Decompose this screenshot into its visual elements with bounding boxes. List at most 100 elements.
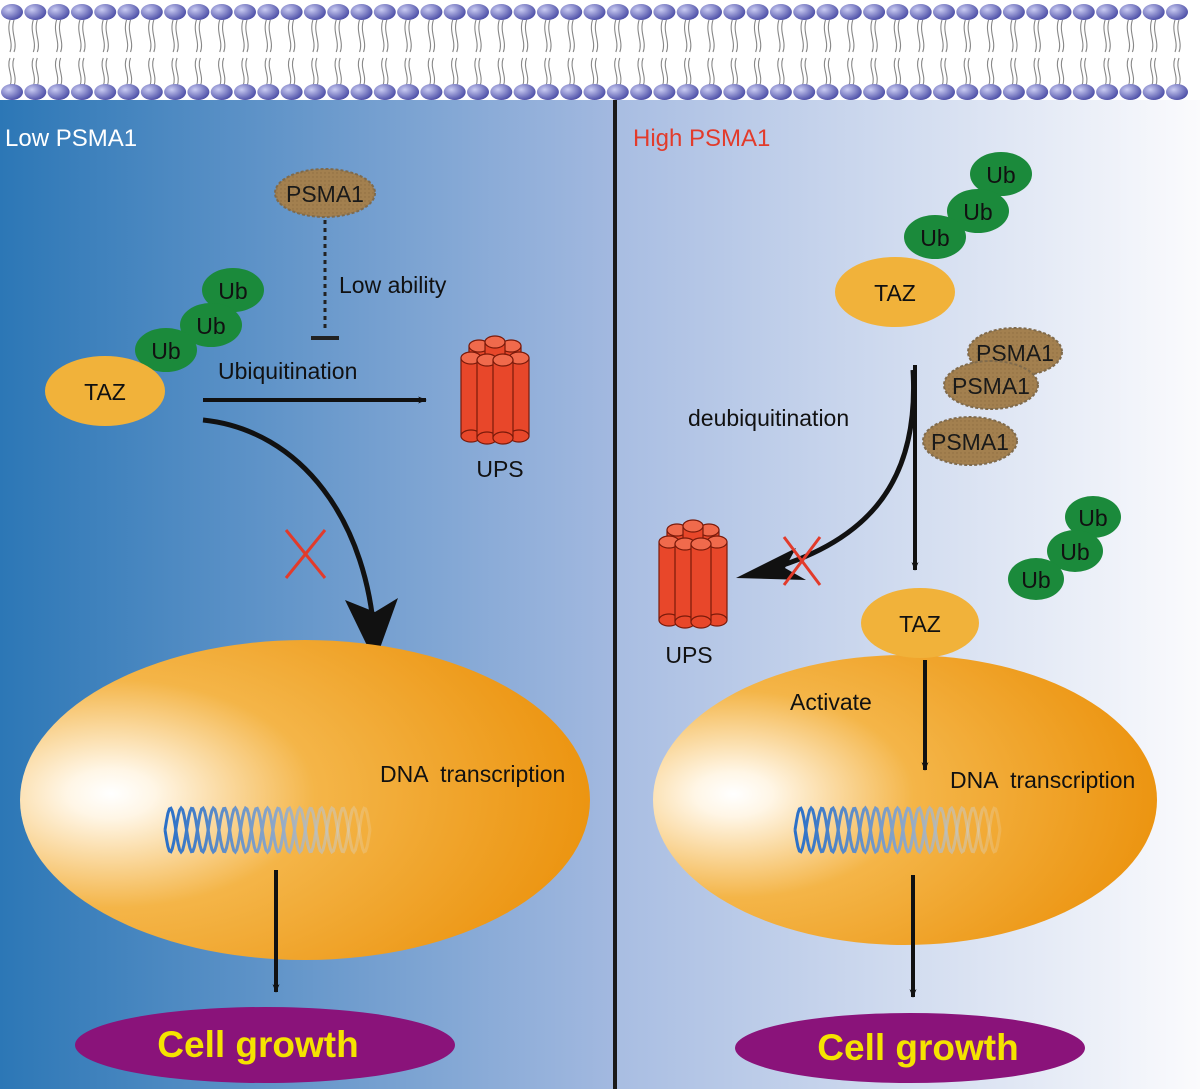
blocked-cross-left — [284, 529, 327, 579]
dna-transcription-label-right: DNA transcription — [950, 767, 1135, 793]
lipid-head — [793, 4, 816, 20]
lipid-head — [327, 4, 350, 20]
ub-label: Ub — [963, 199, 992, 225]
lipid-head — [187, 84, 210, 100]
lipid-head — [140, 84, 163, 100]
ups-proteasome-left — [460, 335, 530, 445]
lipid-head — [94, 4, 117, 20]
degradation-arrowhead — [345, 598, 398, 662]
lipid-head — [280, 4, 303, 20]
taz-label: TAZ — [84, 379, 126, 405]
lipid-head — [956, 84, 979, 100]
lipid-head — [24, 4, 47, 20]
lipid-head — [979, 4, 1002, 20]
lipid-head — [397, 4, 420, 20]
lipid-head — [630, 4, 653, 20]
lipid-head — [257, 4, 280, 20]
lipid-head — [467, 4, 489, 20]
lipid-head — [210, 4, 233, 20]
ub-label: Ub — [1078, 505, 1107, 531]
ups-label-right: UPS — [665, 642, 712, 668]
lipid-head — [303, 4, 326, 20]
lipid-head — [1072, 84, 1095, 100]
lipid-head — [1166, 4, 1188, 20]
lipid-head — [70, 84, 93, 100]
lipid-head — [187, 4, 210, 20]
lipid-head — [140, 4, 163, 20]
lipid-head — [350, 4, 373, 20]
lipid-head — [909, 4, 932, 20]
lipid-head — [467, 84, 489, 100]
right-panel-title: High PSMA1 — [633, 125, 770, 152]
cell-growth-right: Cell growth — [735, 1013, 1085, 1083]
lipid-head — [1049, 4, 1072, 20]
cell-growth-left: Cell growth — [75, 1007, 455, 1083]
ub-label: Ub — [1021, 567, 1050, 593]
lipid-head — [536, 84, 559, 100]
lipid-head — [257, 84, 280, 100]
lipid-head — [1119, 84, 1142, 100]
dna-helix-right — [793, 805, 1002, 855]
lipid-head — [1142, 84, 1165, 100]
lipid-head — [47, 84, 70, 100]
lipid-head — [956, 4, 979, 20]
lipid-head — [560, 4, 583, 20]
lipid-head — [164, 4, 187, 20]
lipid-head — [863, 84, 886, 100]
cell-growth-label-right: Cell growth — [817, 1027, 1018, 1068]
lipid-head — [490, 4, 513, 20]
lipid-head — [816, 84, 839, 100]
lipid-head — [234, 84, 256, 100]
lipid-head — [1119, 4, 1142, 20]
lipid-head — [979, 84, 1002, 100]
degradation-arrow — [202, 417, 378, 649]
lipid-head — [583, 4, 606, 20]
lipid-head — [793, 84, 816, 100]
lipid-head — [653, 84, 676, 100]
lipid-head — [327, 84, 350, 100]
lipid-head — [513, 4, 536, 20]
lipid-head — [350, 84, 373, 100]
lipid-head — [443, 4, 466, 20]
lipid-head — [420, 4, 443, 20]
lipid-head — [420, 84, 443, 100]
lipid-head — [676, 84, 699, 100]
lipid-head — [70, 4, 93, 20]
deubiquitination-label: deubiquitination — [688, 405, 849, 431]
lipid-head — [769, 4, 792, 20]
lipid-head — [490, 84, 513, 100]
taz-label: TAZ — [899, 611, 941, 637]
lipid-head — [47, 4, 70, 20]
lipid-head — [700, 84, 722, 100]
lipid-head — [1002, 84, 1025, 100]
ub-label: Ub — [1060, 539, 1089, 565]
lipid-head — [886, 4, 909, 20]
lipid-head — [164, 84, 187, 100]
lipid-head — [443, 84, 466, 100]
degradation-arrowhead-right — [736, 548, 806, 580]
psma1-label: PSMA1 — [286, 181, 364, 207]
lipid-head — [630, 84, 653, 100]
dna-helix-left — [163, 805, 372, 855]
psma1-label: PSMA1 — [952, 373, 1030, 399]
lipid-head — [373, 84, 396, 100]
lipid-head — [769, 84, 792, 100]
lipid-head — [117, 4, 140, 20]
dna-transcription-label-left: DNA transcription — [380, 761, 565, 787]
lipid-head — [1142, 4, 1165, 20]
lipid-head — [373, 4, 396, 20]
lipid-head — [513, 84, 536, 100]
lipid-head — [583, 84, 606, 100]
lipid-head — [1096, 4, 1119, 20]
lipid-head — [606, 4, 629, 20]
degradation-arrow-right — [759, 369, 917, 575]
ub-chain-right-top: Ub Ub Ub — [904, 152, 1032, 259]
ups-proteasome-right — [658, 519, 728, 629]
lipid-head — [839, 4, 862, 20]
lipid-head — [839, 84, 862, 100]
ups-label-left: UPS — [476, 456, 523, 482]
lipid-head — [746, 4, 769, 20]
ub-label: Ub — [920, 225, 949, 251]
